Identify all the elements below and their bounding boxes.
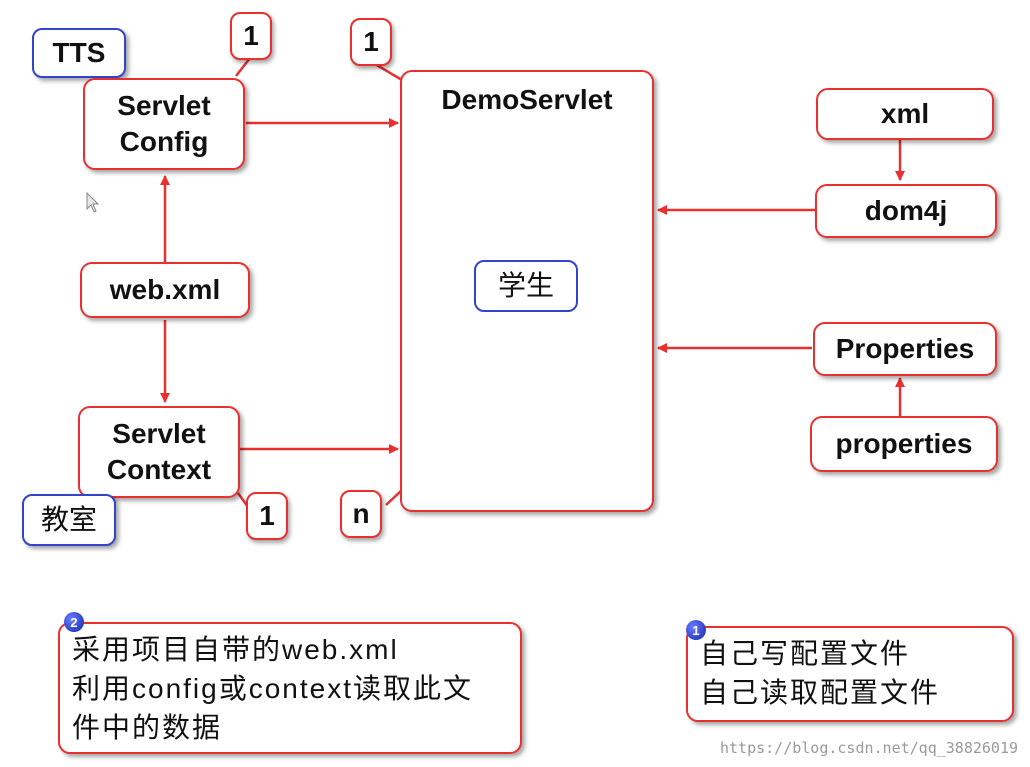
custom-note-badge-number: 1	[692, 622, 700, 638]
mouse-cursor-icon	[86, 192, 100, 213]
config-count-value: 1	[243, 20, 259, 51]
servlet-top-count-callout: 1	[350, 18, 392, 66]
context-count-callout: 1	[246, 492, 288, 540]
classroom-tag: 教室	[22, 494, 116, 546]
builtin-note-line1: 采用项目自带的web.xml	[72, 634, 399, 665]
servlet-context-line2: Context	[106, 454, 212, 485]
student-label: 学生	[497, 269, 554, 301]
tts-label: TTS	[52, 36, 106, 68]
builtin-note-line3: 件中的数据	[72, 712, 223, 744]
servlet-context-line1: Servlet	[112, 417, 206, 449]
properties-file-label: properties	[835, 427, 973, 459]
custom-note-line1: 自己写配置文件	[700, 638, 911, 669]
student-tag: 学生	[474, 260, 578, 312]
dom4j-label: dom4j	[864, 194, 948, 226]
servlet-bottom-count-value: n	[352, 498, 370, 529]
properties-class-label: Properties	[835, 332, 975, 364]
servlet-config-box: Servlet Config	[83, 78, 245, 170]
web-xml-box: web.xml	[80, 262, 250, 318]
classroom-label: 教室	[40, 503, 97, 535]
servlet-config-line1: Servlet	[117, 89, 211, 121]
demo-servlet-title: DemoServlet	[441, 84, 613, 115]
builtin-note-badge-number: 2	[70, 614, 78, 630]
servlet-bottom-count-callout: n	[340, 490, 382, 538]
custom-config-note: 自己写配置文件 自己读取配置文件	[686, 626, 1014, 722]
tts-tag: TTS	[32, 28, 126, 78]
watermark-url: https://blog.csdn.net/qq_38826019	[719, 739, 1018, 757]
config-count-callout: 1	[230, 12, 272, 60]
xml-box: xml	[816, 88, 994, 140]
builtin-note-badge: 2	[64, 612, 84, 632]
web-xml-label: web.xml	[109, 273, 221, 305]
custom-note-line2: 自己读取配置文件	[700, 677, 941, 709]
properties-file-box: properties	[810, 416, 998, 472]
builtin-note-line2: 利用config或context读取此文	[72, 673, 473, 705]
custom-note-badge: 1	[686, 620, 706, 640]
context-count-value: 1	[259, 500, 275, 531]
servlet-top-count-value: 1	[363, 26, 379, 57]
properties-class-box: Properties	[813, 322, 997, 376]
builtin-config-note: 采用项目自带的web.xml 利用config或context读取此文 件中的数…	[58, 622, 522, 754]
servlet-context-box: Servlet Context	[78, 406, 240, 498]
servlet-config-line2: Config	[119, 126, 209, 157]
dom4j-box: dom4j	[815, 184, 997, 238]
xml-label: xml	[880, 97, 930, 129]
